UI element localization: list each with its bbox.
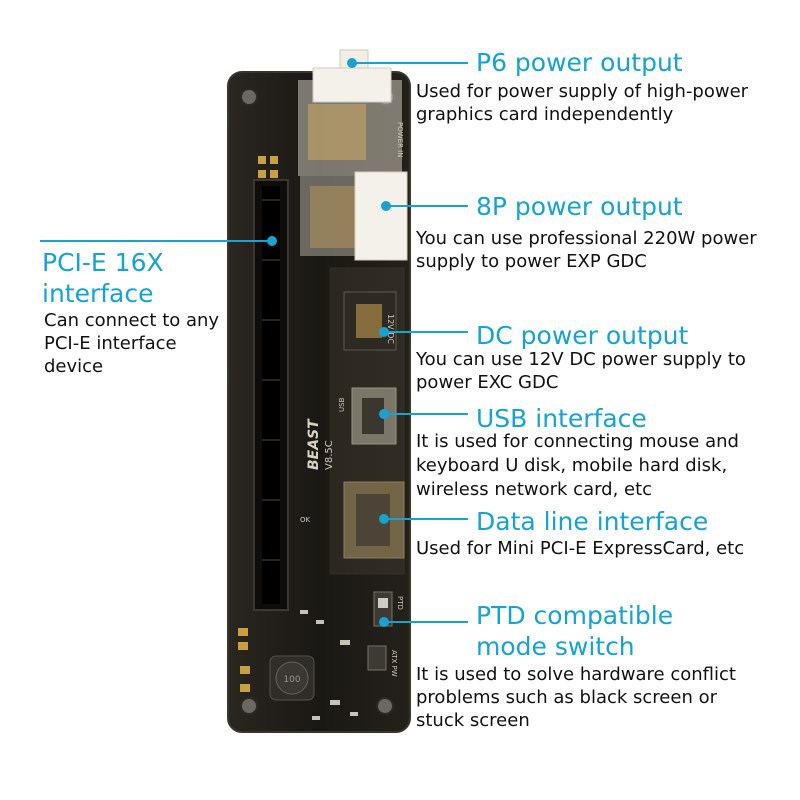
usb-title: USB interface: [476, 404, 647, 433]
dc-dot: [379, 327, 389, 337]
pcie-desc-line-1: Can connect to any: [44, 310, 220, 331]
p8-desc-line-2: supply to power EXP GDC: [416, 251, 647, 272]
atx-header: [367, 645, 387, 671]
pcie-dot: [267, 236, 277, 246]
silk-dc: 12V DC: [386, 314, 395, 344]
usb-port: [351, 387, 397, 445]
dc-desc-line-2: power EXC GDC: [416, 372, 559, 393]
usb-dot: [379, 409, 389, 419]
mounting-screws: [240, 88, 395, 715]
dc-title: DC power output: [476, 321, 689, 350]
silk-usb: USB: [338, 397, 346, 412]
p6-dot: [347, 58, 357, 68]
pcie-desc-line-2: PCI-E interface: [44, 333, 177, 354]
inductor: 100: [269, 655, 315, 701]
gold-pads: [238, 156, 278, 692]
ptd-desc-line-2: problems such as black screen or: [416, 687, 717, 708]
pcie-desc-line-3: device: [44, 356, 104, 377]
pcie-title-line-1: PCI-E 16X: [42, 248, 164, 277]
silk-atx: ATX PW: [390, 650, 398, 677]
pcie-title-line-2: interface: [42, 279, 154, 308]
ptd-desc-line-3: stuck screen: [416, 710, 530, 731]
silk-power: POWER IN: [396, 122, 404, 157]
p6-desc-line-1: Used for power supply of high-power: [416, 81, 749, 102]
dc-desc-line-1: You can use 12V DC power supply to: [416, 349, 746, 370]
usb-desc-line-2: keyboard U disk, mobile hard disk,: [416, 455, 728, 476]
silk-version: V8.5C: [324, 440, 335, 470]
ptd-dot: [379, 617, 389, 627]
dc-jack: [343, 291, 397, 351]
silk-ptd: PTD: [396, 596, 404, 610]
p6-title: P6 power output: [476, 48, 683, 77]
usb-desc-line-3: wireless network card, etc: [416, 479, 653, 500]
inductor-label: 100: [283, 675, 300, 685]
p6-desc-line-2: graphics card independently: [416, 104, 674, 125]
data-dot: [379, 514, 389, 524]
p8-desc-line-1: You can use professional 220W power: [416, 228, 757, 249]
p6-connector: [298, 49, 402, 176]
data-title: Data line interface: [476, 507, 709, 536]
pcie-slot: [253, 179, 289, 611]
p8-dot: [381, 201, 391, 211]
callout-leaders: [40, 58, 468, 627]
ptd-title-line-1: PTD compatible: [476, 601, 674, 630]
p8-connector: [300, 171, 408, 261]
p8-title: 8P power output: [476, 192, 683, 221]
small-components: [300, 610, 358, 720]
ptd-desc-line-1: It is used to solve hardware conflict: [416, 664, 736, 685]
ptd-title-line-2: mode switch: [476, 632, 635, 661]
silk-ok: OK: [300, 516, 311, 524]
usb-desc-line-1: It is used for connecting mouse and: [416, 431, 739, 452]
silk-brand: BEAST: [306, 418, 322, 470]
data-desc-line-1: Used for Mini PCI-E ExpressCard, etc: [416, 538, 745, 559]
